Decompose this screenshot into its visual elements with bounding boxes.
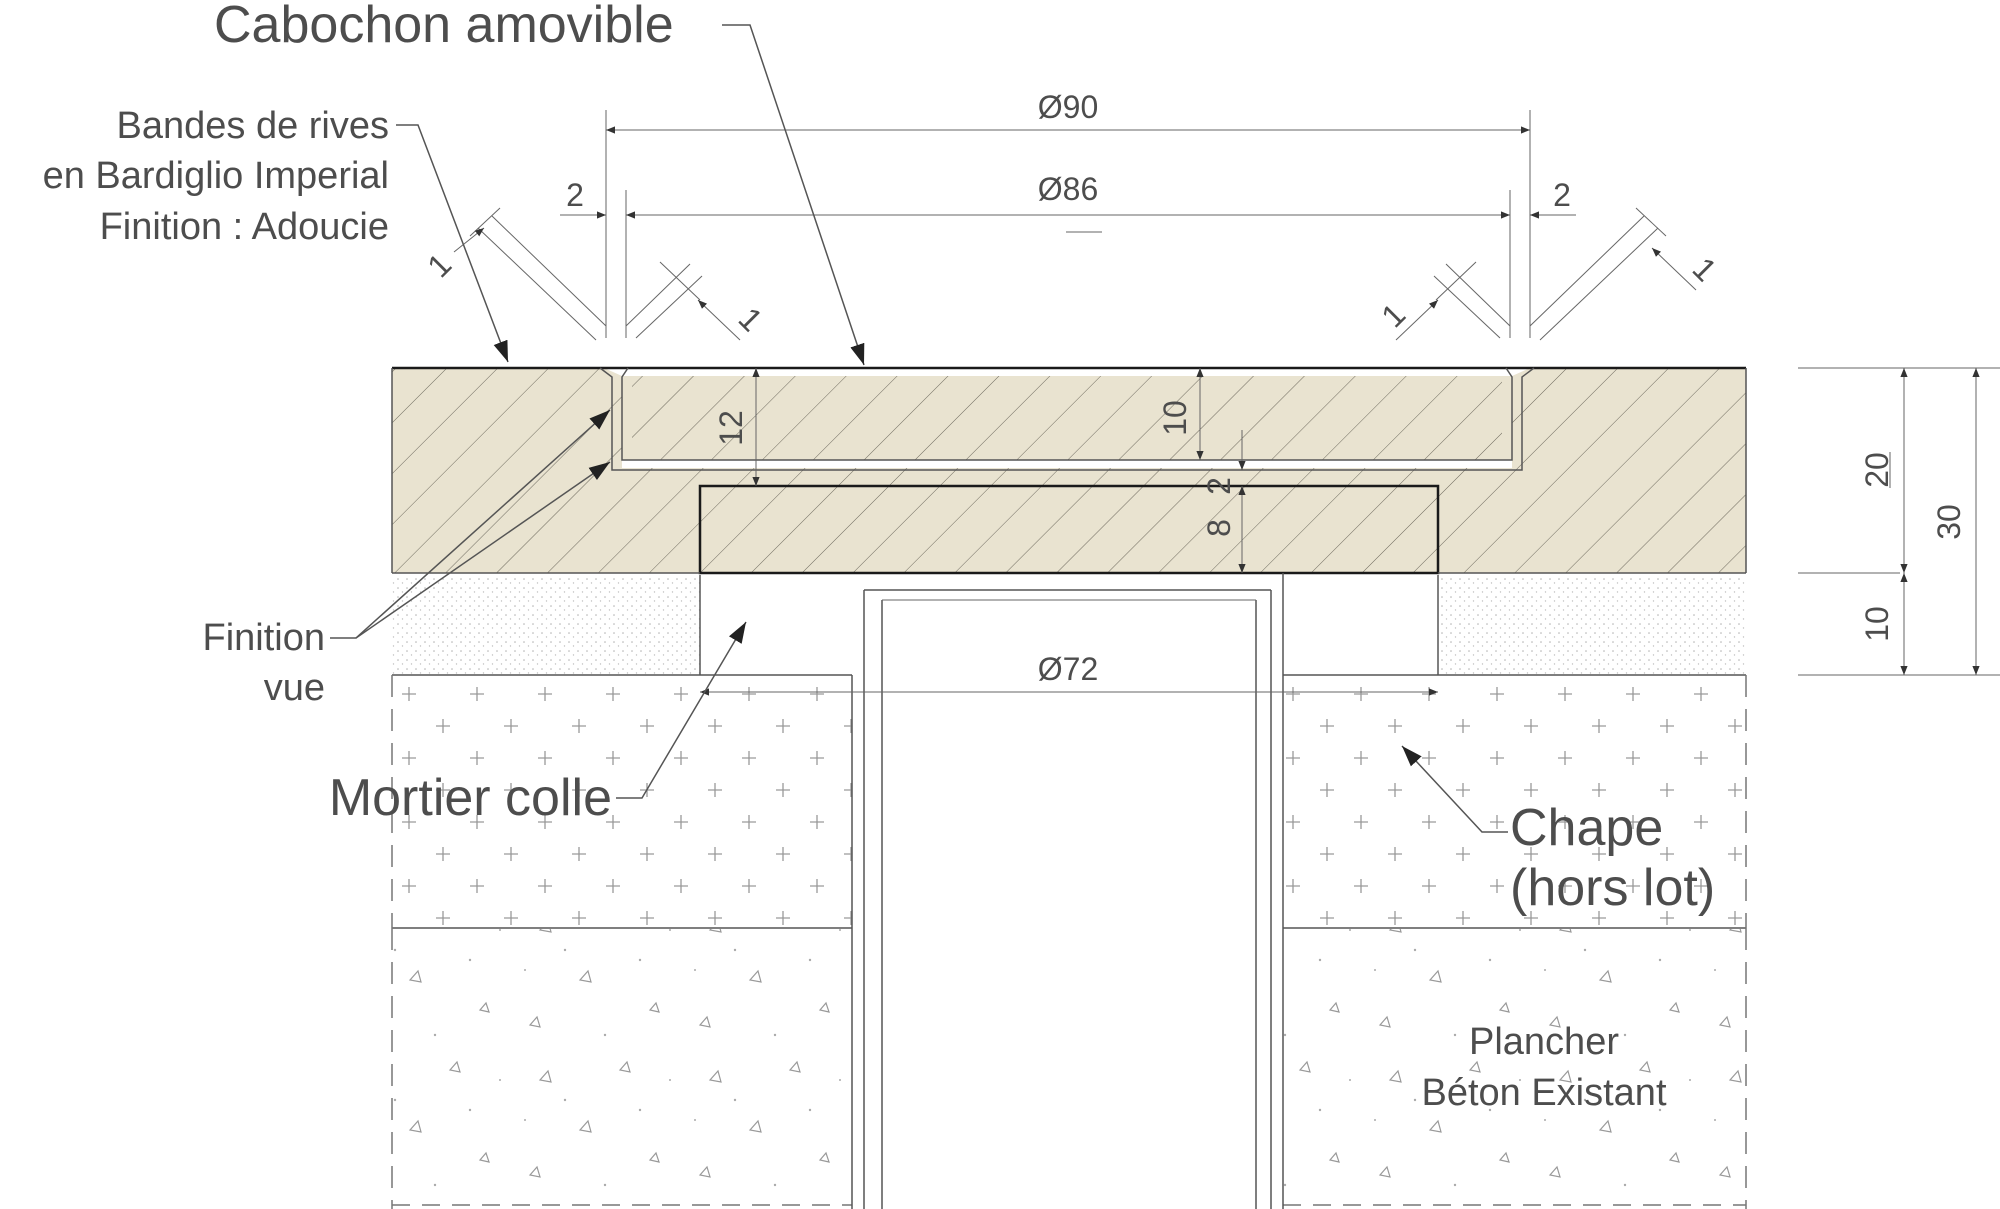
mortar-bed [392, 575, 1746, 676]
dim-h2: 2 [1201, 477, 1237, 495]
screed [392, 676, 1746, 929]
cabochon-label: Cabochon amovible [214, 0, 674, 54]
dim-d72: Ø72 [1038, 651, 1098, 687]
concrete-floor [391, 675, 1747, 1209]
mortier-label: Mortier colle [329, 769, 612, 827]
stone-slab [391, 366, 1747, 575]
diameter-dims [560, 126, 1576, 696]
vertical-dims [752, 367, 2000, 676]
dim-h8: 8 [1201, 519, 1237, 537]
chamfer-details [453, 110, 1697, 341]
dim-d86: Ø86 [1038, 171, 1098, 207]
dim-h12: 12 [713, 410, 749, 446]
dim-chamfer-1b: 1 [732, 300, 770, 338]
dim-h10: 10 [1157, 400, 1193, 436]
dim-h30: 30 [1931, 504, 1967, 540]
bandes-label-line3: Finition : Adoucie [100, 206, 389, 248]
dim-chamfer-left-2: 2 [566, 177, 584, 213]
chape-label-line1: Chape [1510, 799, 1663, 857]
chape-label-line2: (hors lot) [1510, 859, 1715, 917]
dim-chamfer-1d: 1 [1686, 250, 1724, 288]
dim-d90: Ø90 [1038, 89, 1098, 125]
dim-chamfer-1a: 1 [420, 246, 458, 284]
dim-h10-bed: 10 [1859, 606, 1895, 642]
leader-lines [330, 24, 1508, 833]
finition-label-line1: Finition [203, 617, 326, 659]
bandes-label-line2: en Bardiglio Imperial [43, 155, 389, 197]
dim-chamfer-1c: 1 [1374, 296, 1412, 334]
dim-h20: 20 [1859, 452, 1895, 488]
bandes-label-line1: Bandes de rives [117, 105, 390, 147]
plancher-label-line2: Béton Existant [1421, 1072, 1666, 1114]
dim-chamfer-right-2: 2 [1553, 177, 1571, 213]
finition-label-line2: vue [264, 667, 325, 709]
plancher-label-line1: Plancher [1469, 1021, 1619, 1063]
